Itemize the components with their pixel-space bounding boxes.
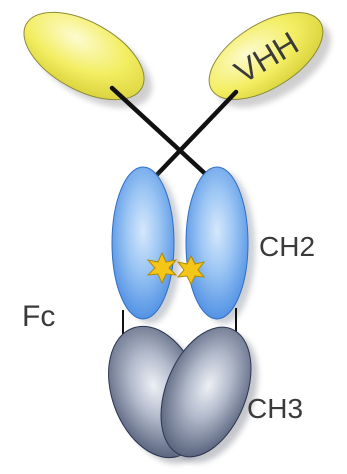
vhh-domain-left xyxy=(10,0,166,126)
ch2-label: CH2 xyxy=(259,231,315,262)
ch2-domain-left xyxy=(112,167,181,324)
ch2-right-body xyxy=(186,167,248,319)
ch3-label: CH3 xyxy=(247,393,303,424)
fc-label: Fc xyxy=(22,300,55,333)
ch2-domain-right xyxy=(186,167,255,324)
ch2-left-body xyxy=(112,167,174,319)
vhh-domain-right: VHH xyxy=(195,0,345,125)
